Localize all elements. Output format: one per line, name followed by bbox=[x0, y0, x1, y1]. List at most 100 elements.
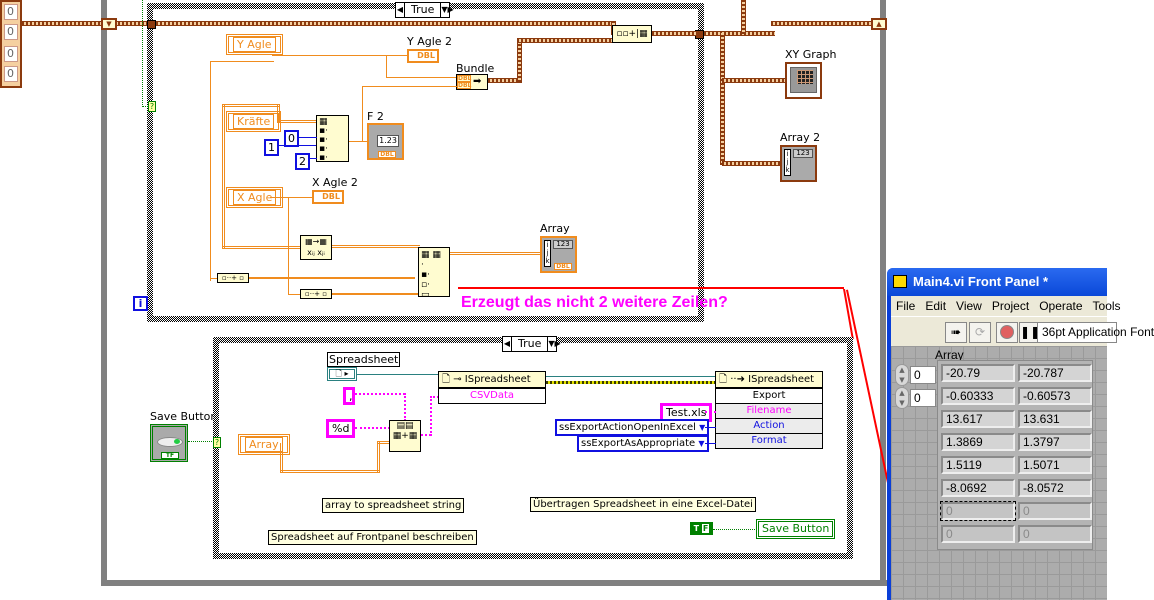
vi-icon bbox=[893, 275, 907, 288]
menu-edit[interactable]: Edit bbox=[925, 299, 947, 313]
array-cell[interactable]: 1.5119 bbox=[941, 456, 1015, 474]
int-wire bbox=[297, 137, 317, 138]
array-cell[interactable]: 1.5071 bbox=[1018, 456, 1092, 474]
array-cell[interactable]: 0 bbox=[941, 525, 1015, 543]
menu-project[interactable]: Project bbox=[991, 299, 1030, 313]
front-panel-title-bar[interactable]: Main4.vi Front Panel * bbox=[887, 268, 1107, 296]
decrement-arrow-icon[interactable]: ◀ bbox=[396, 5, 404, 14]
build-array-small[interactable]: ▫··+ ▫ bbox=[300, 289, 332, 299]
x-agle-control[interactable]: X Agle bbox=[226, 187, 284, 208]
x-agle-2-indicator[interactable]: DBL bbox=[312, 190, 344, 204]
run-arrow-icon[interactable]: ➠ bbox=[945, 322, 967, 343]
y-agle-2-indicator[interactable]: DBL bbox=[407, 49, 439, 63]
int-display: 123 bbox=[553, 240, 573, 249]
spreadsheet-invoke-node[interactable]: 🗋 ··➜ ISpreadsheet Export Filename Actio… bbox=[715, 371, 823, 449]
property-node-header: 🗋 ⊸ ISpreadsheet bbox=[439, 372, 545, 388]
build-array-small[interactable]: ▫··+ ▫ bbox=[217, 273, 249, 283]
f2-label: F 2 bbox=[367, 110, 384, 123]
array-cell[interactable]: 1.3797 bbox=[1018, 433, 1092, 451]
constant-1[interactable]: 1 bbox=[264, 139, 279, 156]
index-array-node[interactable]: ▦▪·▪·▪·▪· bbox=[316, 115, 349, 163]
format-enum-constant[interactable]: ssExportAsAppropriate ▼ bbox=[577, 435, 709, 452]
delimiter-constant[interactable]: , bbox=[343, 387, 355, 405]
dbl-wire bbox=[272, 55, 408, 56]
format-constant[interactable]: %d bbox=[326, 419, 356, 438]
dbl-wire bbox=[288, 294, 300, 295]
array-cell[interactable]: 13.617 bbox=[941, 410, 1015, 428]
left-array-control[interactable]: 0 0 0 0 bbox=[0, 0, 22, 88]
array-cell[interactable]: 0 bbox=[1018, 525, 1092, 543]
increment-arrow-icon[interactable]: ▼▶ bbox=[441, 5, 454, 14]
invoke-param-action[interactable]: Action bbox=[716, 418, 822, 433]
array-element: 0 bbox=[4, 46, 18, 62]
inner-case-selector[interactable]: ◀ True ▼▶ bbox=[502, 336, 561, 352]
case-selector-terminal[interactable]: ? bbox=[148, 101, 156, 112]
dropdown-arrow-icon[interactable]: ▼ bbox=[699, 423, 706, 432]
abort-icon[interactable] bbox=[996, 322, 1018, 343]
shift-register-left[interactable]: ▼ bbox=[101, 18, 117, 30]
pause-icon[interactable]: ❚❚ bbox=[1019, 322, 1041, 343]
decrement-arrow-icon[interactable]: ◀ bbox=[503, 339, 511, 348]
false-constant[interactable]: T F bbox=[690, 522, 713, 535]
array-cell[interactable]: -0.60573 bbox=[1018, 387, 1092, 405]
array-cell[interactable]: 0 bbox=[1018, 502, 1092, 520]
build-array-node[interactable]: ▫▫+|▦ bbox=[612, 25, 652, 43]
transpose-array-node[interactable]: ▦→▦xᵢⱼ xⱼᵢ bbox=[300, 235, 332, 260]
array-to-spreadsheet-node[interactable]: ▤▤▦+▦ bbox=[389, 420, 421, 452]
array-cell[interactable]: -0.60333 bbox=[941, 387, 1015, 405]
dropdown-arrow-icon[interactable]: ▼ bbox=[698, 439, 705, 448]
string-wire bbox=[705, 411, 716, 413]
array-cell[interactable]: -20.79 bbox=[941, 364, 1015, 382]
array-cell[interactable]: -8.0572 bbox=[1018, 479, 1092, 497]
run-continuously-icon[interactable]: ⟳ bbox=[969, 322, 991, 343]
index-column-input[interactable]: 0 bbox=[910, 389, 936, 407]
array-cell[interactable]: 13.631 bbox=[1018, 410, 1092, 428]
invoke-param-format[interactable]: Format bbox=[716, 433, 822, 448]
index-row-input[interactable]: 0 bbox=[910, 366, 936, 384]
array-cell[interactable]: 1.3869 bbox=[941, 433, 1015, 451]
save-button-local-variable[interactable]: Save Button bbox=[756, 519, 836, 539]
string-wire bbox=[421, 434, 431, 436]
array-cell[interactable]: 0 bbox=[940, 501, 1016, 521]
index-spinner-row[interactable]: ▲▼ bbox=[895, 364, 909, 386]
constant-2[interactable]: 2 bbox=[295, 153, 310, 170]
outer-case-selector[interactable]: ◀ True ▼▶ bbox=[395, 2, 454, 18]
insert-into-array-node[interactable]: ▦ ▦·▪·▫·▭ bbox=[418, 247, 450, 300]
menu-operate[interactable]: Operate bbox=[1039, 299, 1083, 313]
menu-tools[interactable]: Tools bbox=[1092, 299, 1121, 313]
case-selector-terminal[interactable]: ? bbox=[213, 437, 221, 448]
refnum-wire bbox=[357, 374, 439, 375]
kraefte-control[interactable]: Kräfte bbox=[226, 111, 282, 132]
font-selector[interactable]: 36pt Application Font bbox=[1037, 322, 1154, 343]
boolean-wire bbox=[713, 529, 757, 530]
2d-dbl-wire bbox=[332, 245, 420, 248]
array-control[interactable]: Array bbox=[238, 434, 290, 455]
menu-view[interactable]: View bbox=[956, 299, 982, 313]
increment-arrow-icon[interactable]: ▼▶ bbox=[548, 339, 561, 348]
2d-dbl-wire bbox=[277, 104, 280, 122]
spreadsheet-refnum-control[interactable]: 🗋 ▸ bbox=[327, 367, 357, 381]
invoke-param-filename[interactable]: Filename bbox=[716, 403, 822, 418]
menu-file[interactable]: File bbox=[896, 299, 916, 313]
action-enum-constant[interactable]: ssExportActionOpenInExcel ▼ bbox=[555, 419, 710, 436]
boolean-wire bbox=[142, 0, 143, 107]
string-wire bbox=[430, 396, 432, 436]
int-wire bbox=[705, 443, 716, 444]
shift-register-right[interactable]: ▲ bbox=[871, 18, 887, 30]
array-cell[interactable]: -8.0692 bbox=[941, 479, 1015, 497]
bundle-node[interactable]: DBL DBL ➡ bbox=[456, 74, 488, 90]
save-button-terminal[interactable]: TF bbox=[150, 424, 188, 462]
f2-indicator[interactable]: 1.23 DBL bbox=[367, 123, 404, 160]
y-agle-control[interactable]: Y Agle bbox=[226, 34, 283, 55]
constant-0[interactable]: 0 bbox=[284, 130, 299, 147]
property-csvdata[interactable]: CSVData bbox=[439, 388, 545, 403]
xy-graph-terminal[interactable] bbox=[785, 62, 822, 99]
array-cell[interactable]: -20.787 bbox=[1018, 364, 1092, 382]
index-spinner-column[interactable]: ▲▼ bbox=[895, 387, 909, 409]
while-loop-left-border bbox=[101, 0, 107, 586]
spreadsheet-property-node[interactable]: 🗋 ⊸ ISpreadsheet CSVData bbox=[438, 371, 546, 404]
cluster-wire bbox=[700, 31, 775, 36]
cluster-wire bbox=[517, 40, 522, 82]
